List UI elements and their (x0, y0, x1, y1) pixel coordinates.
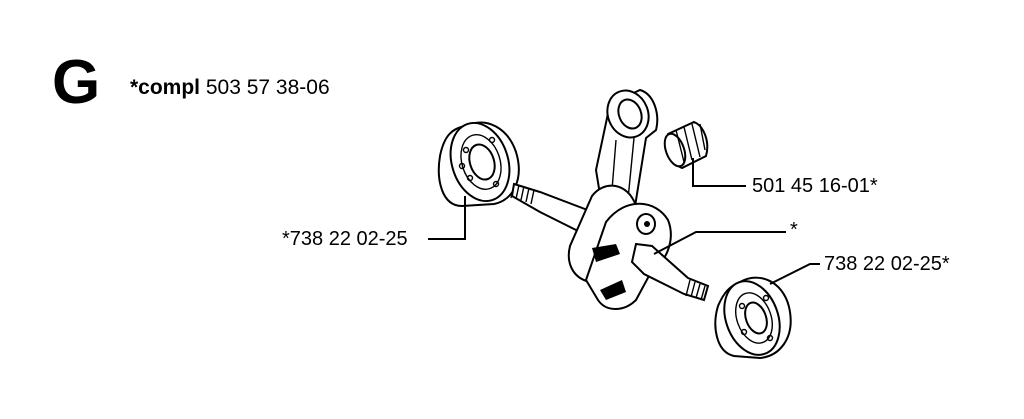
leader-lines (428, 158, 820, 285)
needle-bearing (663, 120, 709, 170)
callout-left-bearing: *738 22 02-25 (282, 228, 408, 250)
callout-right-bearing: 738 22 02-25* (824, 253, 950, 275)
callout-crankshaft: * (790, 219, 798, 241)
callout-needle-bearing: 501 45 16-01* (752, 175, 878, 197)
assembly-title: *compl 503 57 38-06 (130, 77, 330, 98)
title-prefix: *compl (130, 76, 201, 99)
crankshaft-right-stub (630, 242, 710, 302)
right-ball-bearing (714, 276, 792, 360)
crank-webs (567, 184, 672, 310)
section-letter: G (52, 48, 100, 117)
left-ball-bearing (437, 121, 520, 208)
title-part-number: 503 57 38-06 (205, 76, 330, 99)
